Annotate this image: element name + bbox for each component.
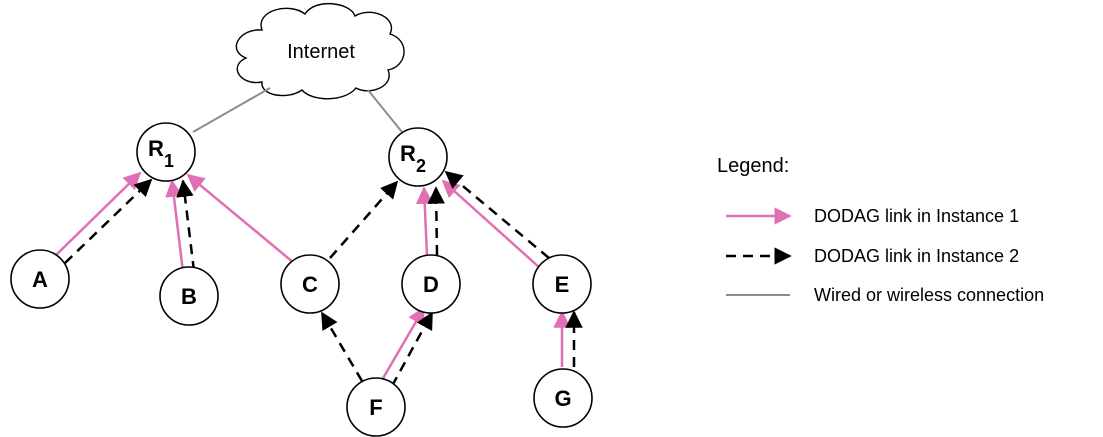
node-a-circle: [10, 249, 70, 309]
internet-cloud: Internet: [235, 2, 405, 100]
node-g-label: G: [554, 386, 571, 411]
node-f-circle: [346, 377, 406, 437]
wired-connections: [192, 87, 403, 133]
node-a-label: A: [32, 267, 48, 292]
node-c: C: [280, 254, 340, 314]
node-d-circle: [401, 254, 461, 314]
cloud-label: Internet: [287, 41, 355, 63]
node-r2-label: R: [400, 141, 416, 166]
legend: Legend: DODAG link in Instance 1 DODAG l…: [717, 155, 1044, 305]
node-r1: R 1: [136, 122, 196, 182]
node-e-circle: [532, 254, 592, 314]
node-r1-circle: [136, 122, 196, 182]
cloud-icon: [235, 2, 405, 100]
instance1-link-f-d: [380, 306, 426, 381]
instance2-link-e-r2: [444, 170, 550, 259]
instance1-link-b-r1: [165, 179, 185, 273]
instance2-link-a-r1: [64, 178, 153, 264]
node-b-circle: [159, 266, 219, 326]
legend-item-instance2: DODAG link in Instance 2: [814, 246, 1019, 266]
node-r1-subscript: 1: [164, 151, 174, 171]
node-d: D: [401, 254, 461, 314]
node-f-label: F: [369, 395, 382, 420]
instance1-link-c-r1: [186, 173, 295, 264]
node-g-circle: [533, 368, 593, 428]
node-e-label: E: [555, 272, 570, 297]
legend-item-instance1: DODAG link in Instance 1: [814, 206, 1019, 226]
node-g: G: [533, 368, 593, 428]
node-b-label: B: [181, 284, 197, 309]
node-a: A: [10, 249, 70, 309]
node-r2: R 2: [388, 127, 448, 187]
wired-line-cloud-r1: [192, 87, 271, 133]
node-r2-subscript: 2: [416, 156, 426, 176]
node-r2-circle: [388, 127, 448, 187]
node-e: E: [532, 254, 592, 314]
node-d-label: D: [423, 272, 439, 297]
instance2-link-d-r2: [427, 186, 445, 256]
instance1-link-d-r2: [415, 186, 434, 256]
instance2-link-b-r1: [176, 179, 196, 272]
instance2-link-f-c: [320, 311, 364, 382]
node-r1-label: R: [148, 136, 164, 161]
node-c-label: C: [302, 272, 318, 297]
instance2-link-c-r2: [329, 180, 399, 259]
legend-title: Legend:: [717, 155, 789, 177]
legend-item-wired: Wired or wireless connection: [814, 285, 1044, 305]
wired-line-cloud-r2: [367, 89, 403, 133]
instance2-link-f-d: [390, 311, 434, 387]
instance2-links: [64, 170, 583, 387]
node-f: F: [346, 377, 406, 437]
node-b: B: [159, 266, 219, 326]
instance1-link-a-r1: [55, 171, 142, 256]
node-c-circle: [280, 254, 340, 314]
instance1-link-e-r2: [441, 179, 541, 269]
